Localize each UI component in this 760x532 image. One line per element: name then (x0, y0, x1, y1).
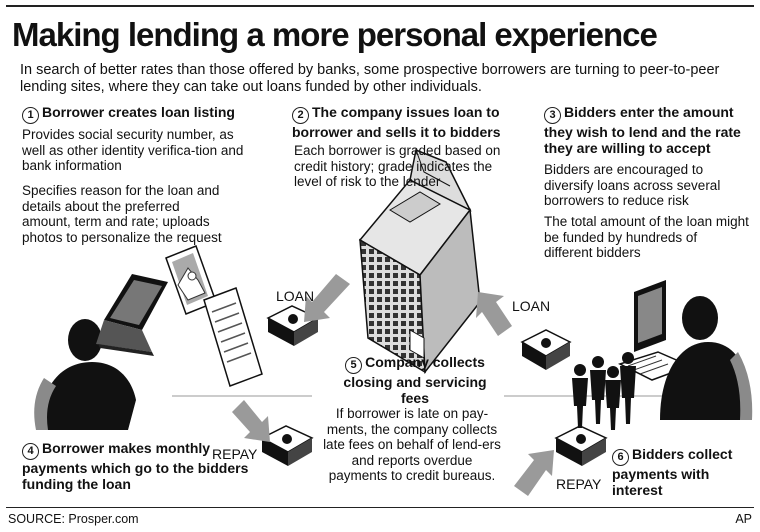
office-building (358, 148, 481, 375)
repay-label-left: REPAY (212, 446, 258, 462)
loan-label-right: LOAN (512, 298, 551, 314)
step-1-text-a: Provides social security number, as well… (22, 127, 244, 173)
bidder-silhouette (660, 296, 753, 420)
bottom-rule (6, 507, 754, 508)
desktop-computer-icon (618, 280, 693, 381)
step-2-text: Each borrower is graded based on credit … (294, 143, 501, 189)
step-number: 6 (612, 449, 629, 466)
arrow-icon (514, 450, 554, 496)
arrow-icon (232, 400, 270, 442)
money-stack-icon (520, 329, 572, 370)
step-1-text-b: Specifies reason for the loan and detail… (22, 183, 222, 245)
page-title: Making lending a more personal experienc… (12, 16, 658, 53)
borrower-silhouette (34, 319, 136, 430)
arrow-icon (304, 274, 350, 322)
step-number: 2 (292, 107, 309, 124)
arrow-icon (476, 292, 512, 336)
intro-text: In search of better rates than those off… (20, 62, 720, 95)
source-note: SOURCE: Prosper.com (8, 512, 139, 526)
bidders-crowd (572, 352, 636, 430)
credit-note: AP (735, 512, 752, 526)
step-3-text-a: Bidders are encouraged to diversify loan… (544, 162, 721, 208)
repay-label-right: REPAY (556, 476, 602, 492)
step-5-text: If borrower is late on pay-ments, the co… (323, 406, 501, 483)
step-3-text-b: The total amount of the loan might be fu… (544, 214, 749, 260)
step-number: 5 (345, 357, 363, 374)
step-number: 1 (22, 107, 39, 124)
document-icon (203, 287, 263, 387)
photo-icon (165, 245, 217, 315)
top-rule (6, 5, 754, 7)
laptop-icon (96, 274, 168, 356)
step-number: 4 (22, 443, 39, 460)
step-number: 3 (544, 107, 561, 124)
loan-label-left: LOAN (276, 288, 315, 304)
money-stack-icon (554, 425, 608, 466)
money-stack-icon (260, 425, 314, 466)
